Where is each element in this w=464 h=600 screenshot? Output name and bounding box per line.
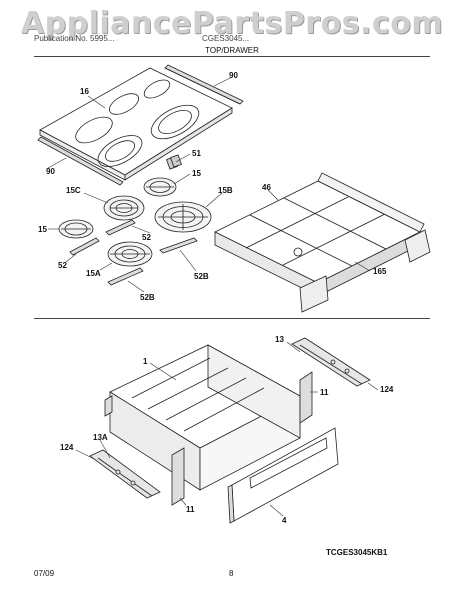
footer-date: 07/09: [34, 569, 55, 578]
callout-90-rear: 90: [229, 71, 238, 80]
callout-15b: 15B: [218, 186, 233, 195]
drawer-front-panel: [227, 427, 339, 524]
callout-15c: 15C: [66, 186, 81, 195]
callout-52-center: 52: [142, 233, 151, 242]
callout-labels: 16 90 90 51 15 15C 15B 15 46 52 52 15A 5…: [38, 71, 394, 525]
element-15-top: [143, 177, 177, 197]
drawer-box: [104, 344, 301, 491]
callout-51: 51: [192, 149, 201, 158]
trim-strip-rear: [164, 64, 244, 105]
callout-46: 46: [262, 183, 271, 192]
model-number: CGES3045...: [202, 34, 250, 43]
callout-165: 165: [373, 267, 387, 276]
drawer-support-right: [299, 371, 313, 424]
callout-15-top: 15: [192, 169, 201, 178]
leader-lines: [47, 77, 379, 517]
drawer-slide-right: [291, 337, 371, 387]
element-15-left: [58, 219, 94, 239]
element-15c: [103, 195, 145, 221]
header-rule: [34, 56, 430, 57]
callout-11-left: 11: [186, 505, 195, 514]
callout-52b-bottom: 52B: [140, 293, 155, 302]
callout-124-right: 124: [380, 385, 394, 394]
burner-box-pan: [214, 172, 431, 313]
callout-1: 1: [143, 357, 148, 366]
callout-13: 13: [275, 335, 284, 344]
element-15b: [154, 201, 212, 233]
section-divider: [34, 318, 430, 319]
callout-15a: 15A: [86, 269, 101, 278]
callout-15-left: 15: [38, 225, 47, 234]
section-title: TOP/DRAWER: [205, 46, 259, 55]
drawer-support-left: [171, 447, 185, 506]
watermark: AppliancePartsPros.com: [20, 6, 444, 41]
trim-strip-front: [37, 136, 124, 186]
page-header: Publication No. 5995... CGES3045...: [34, 34, 430, 43]
callout-4: 4: [282, 516, 287, 525]
callout-11-right: 11: [320, 388, 329, 397]
publication-number: Publication No. 5995...: [34, 34, 115, 43]
callout-52b-right: 52B: [194, 272, 209, 281]
callout-90-front: 90: [46, 167, 55, 176]
bracket-52-a: [69, 219, 198, 286]
element-15a: [107, 241, 153, 267]
callout-13a: 13A: [93, 433, 108, 442]
callout-16: 16: [80, 87, 89, 96]
drawer-slide-left: [89, 449, 161, 499]
callout-124-left: 124: [60, 443, 74, 452]
connector-51: [166, 154, 182, 170]
cooktop-glass: [39, 67, 233, 181]
callout-52-left: 52: [58, 261, 67, 270]
diagram-code: TCGES3045KB1: [326, 548, 388, 557]
footer-page-number: 8: [229, 569, 234, 578]
